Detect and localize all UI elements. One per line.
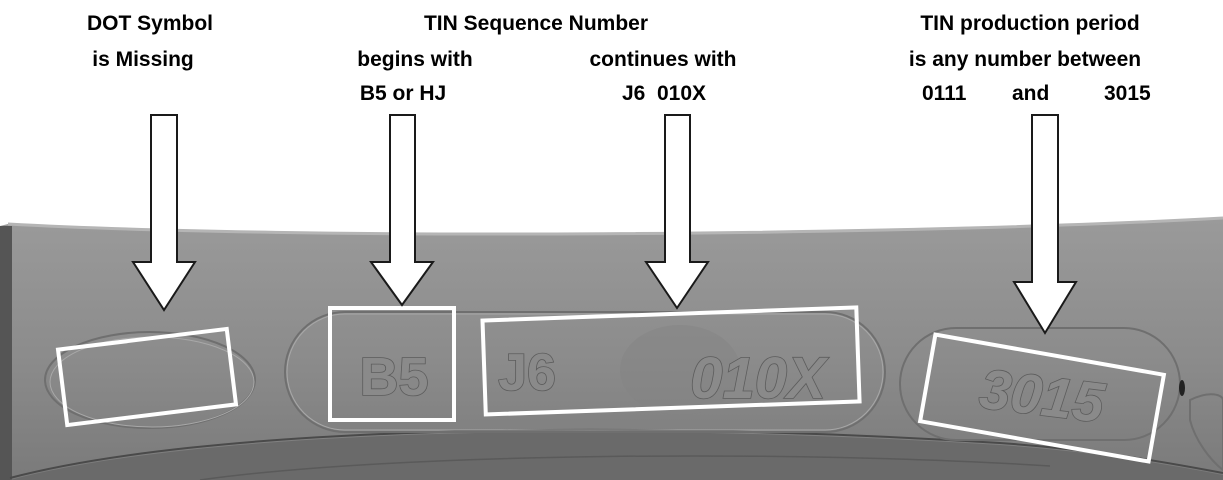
tire-size-code: J6 <box>498 344 556 402</box>
production-label-line1: TIN production period <box>920 12 1140 35</box>
dot-missing-box <box>55 326 239 428</box>
plaque-oval-right <box>1189 393 1223 472</box>
sequence-code-box <box>480 305 862 417</box>
rim-inner-line <box>199 455 1051 480</box>
date-code-box <box>917 332 1167 464</box>
production-to-value: 3015 <box>1104 82 1151 105</box>
plant-code-box <box>328 306 456 422</box>
plaque-oval-tin-highlight <box>286 313 884 431</box>
dot-label-line2: is Missing <box>92 48 194 71</box>
production-from-value: 0111 <box>922 82 967 105</box>
plaque-inner-shading <box>620 325 740 415</box>
sidewall-left-edge <box>0 226 12 480</box>
arrow-begins <box>369 114 435 307</box>
arrow-continues <box>644 114 710 310</box>
arrow-dot <box>131 114 197 312</box>
sidewall-mark <box>1179 380 1185 396</box>
tire-option-code: 010X <box>690 346 829 411</box>
plaque-oval-dot <box>44 331 256 429</box>
continues-label-line2: J6 010X <box>621 82 707 105</box>
begins-label-line2: B5 or HJ <box>359 82 447 105</box>
tin-sequence-title: TIN Sequence Number <box>423 12 649 35</box>
begins-label-line1: begins with <box>357 48 473 71</box>
production-label-line2: is any number between <box>908 48 1142 71</box>
dot-label-line1: DOT Symbol <box>86 12 214 35</box>
tire-plant-code: B5 <box>359 347 428 407</box>
plaque-oval-tin <box>284 311 886 433</box>
production-and-word: and <box>1012 82 1050 105</box>
arrow-production <box>1012 114 1078 335</box>
tire-date-code: 3015 <box>976 357 1108 435</box>
continues-label-line1: continues with <box>589 48 737 71</box>
